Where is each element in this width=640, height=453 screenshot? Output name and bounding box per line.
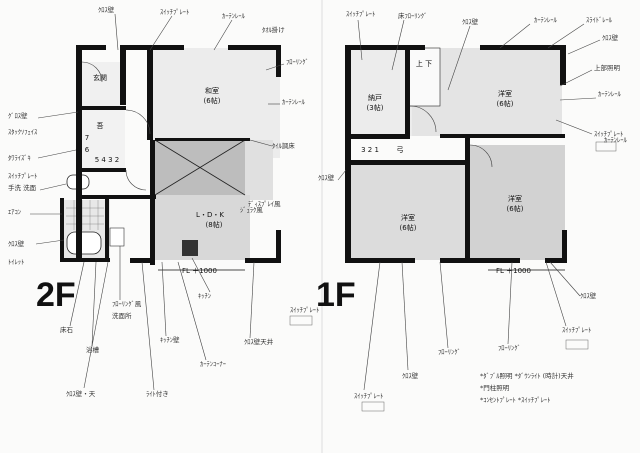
- annot-1f-16: ｶｰﾃﾝﾚｰﾙ: [604, 136, 628, 144]
- annot-1f-8: ｽｲｯﾁﾌﾟﾚｰﾄ: [594, 130, 623, 138]
- annot-2f-20: 洗面所: [112, 311, 132, 320]
- updown-mark: 上 下: [416, 59, 432, 68]
- note-1f-2: *ｺﾝｾﾝﾄﾌﾟﾚｰﾄ *ｽｲｯﾁﾌﾟﾚｰﾄ: [480, 396, 550, 404]
- annot-1f-10: ｸﾛｽ壁: [402, 371, 419, 380]
- annot-2f-6: ﾀｵﾙ掛け: [262, 25, 285, 34]
- annot-2f-11: ﾃﾞｨｽﾌﾟﾚｲ風: [248, 200, 281, 208]
- genkan-label: 玄関: [93, 73, 107, 82]
- annot-1f-14: ｸﾛｽ壁: [580, 291, 597, 300]
- stair-top-2f: 7: [85, 134, 89, 142]
- stair-top2-2f: 6: [85, 146, 90, 154]
- annot-2f-14: ｷｯﾁﾝ: [198, 292, 211, 300]
- stair-numbers-1f: 3 2 1: [361, 146, 379, 154]
- annot-2f-4: ｽｲｯﾁﾌﾟﾚｰﾄ: [160, 8, 189, 16]
- annot-2f-17: 浴槽: [86, 345, 100, 354]
- note-1f-1: *門柱照明: [480, 383, 510, 392]
- annot-2f-15: 床石: [60, 325, 74, 334]
- plan-1f: 納戸 (3帖) 洋室 (6帖) 洋室 (6帖) 洋室 (6帖) 上 下 3 2 …: [316, 45, 567, 314]
- washbasin-icon: [109, 227, 125, 247]
- annot-1f-1: 床ﾌﾛｰﾘﾝｸﾞ: [398, 11, 427, 20]
- annot-2f-25: ﾗｲﾄ付き: [146, 389, 169, 398]
- youshitsu-sw-label: 洋室: [401, 213, 415, 222]
- annot-2f-18: ｸﾛｽ壁・天: [66, 389, 96, 398]
- youshitsu-se-label: 洋室: [508, 194, 522, 203]
- fl-note-2f: FL ＋1000: [182, 267, 217, 275]
- annot-1f-9: ｸﾛｽ壁: [318, 173, 335, 182]
- annot-2f-0: ｸﾞﾛｽ壁: [8, 111, 28, 120]
- ldk-note: ｼﾞｭﾗｸ風: [240, 206, 263, 214]
- washitsu-2f-size: (6帖): [204, 96, 221, 105]
- fl-note-1f: FL ＋1000: [496, 267, 531, 275]
- note-1f-0: *ﾀﾞﾌﾞﾙ照明 *ﾀﾞｳﾝﾗｲﾄ (時計)天井: [480, 371, 574, 380]
- nando-label: 納戸: [368, 93, 382, 102]
- annot-2f-26: ﾄｲﾚｯﾄ: [8, 258, 24, 266]
- nando-size: (3帖): [367, 103, 384, 112]
- ldk-label: L・D・K: [196, 211, 224, 219]
- youshitsu-ne-label: 洋室: [498, 89, 512, 98]
- youshitsu-se-floor: [470, 145, 565, 260]
- annot-2f-3: ｸﾛｽ壁: [98, 5, 115, 14]
- youshitsu-ne-size: (6帖): [497, 99, 514, 108]
- annot-1f-4: ｽﾗｲﾄﾞﾚｰﾙ: [586, 16, 613, 24]
- annot-2f-13: ｴｱｺﾝ: [8, 208, 21, 216]
- annot-1f-13: ﾌﾛｰﾘﾝｸﾞ: [498, 344, 521, 352]
- closet-1f: [407, 47, 441, 107]
- annot-2f-7: ﾌﾛｰﾘﾝｸﾞ: [286, 58, 309, 66]
- annot-1f-3: ｶｰﾃﾝﾚｰﾙ: [534, 16, 558, 24]
- annot-2f-1: ｽﾀｯｸｿﾌｪｲｽ: [8, 128, 38, 136]
- annot-2f-19: ﾌﾛｰﾘﾝｸﾞ風: [112, 300, 142, 308]
- toilet-mark: 吾: [97, 122, 104, 130]
- annot-1f-6: 上部照明: [594, 63, 621, 72]
- annot-2f-16: ｸﾛｽ壁: [8, 239, 25, 248]
- notes-1f: *ﾀﾞﾌﾞﾙ照明 *ﾀﾞｳﾝﾗｲﾄ (時計)天井 *門柱照明 *ｺﾝｾﾝﾄﾌﾟﾚ…: [480, 371, 574, 404]
- annot-2f-10: ｽｲｯﾁﾌﾟﾚｰﾄ: [8, 172, 37, 180]
- youshitsu-sw-size: (6帖): [400, 223, 417, 232]
- annot-2f-5: ｶｰﾃﾝﾚｰﾙ: [222, 12, 246, 20]
- annot-2f-22: ｶｰﾃﾝｺｰﾅｰ: [200, 360, 226, 368]
- stair-numbers-2f: 5 4 3 2: [95, 156, 120, 164]
- plan-2f: 和室 (6帖) 玄関 L・D・K (8帖) ｼﾞｭﾗｸ風 5 4 3 2 7 6…: [36, 45, 281, 314]
- annot-2f-23: ｸﾛｽ壁天井: [244, 337, 274, 346]
- annot-1f-0: ｽｲｯﾁﾌﾟﾚｰﾄ: [346, 10, 375, 18]
- annot-2f-12: 手洗 洗面: [8, 183, 37, 192]
- stair-mark-1f: 弓: [397, 146, 404, 154]
- annot-1f-2: ｸﾛｽ壁: [462, 17, 479, 26]
- genkan-floor: [80, 62, 120, 107]
- annotations-1f: ｽｲｯﾁﾌﾟﾚｰﾄ 床ﾌﾛｰﾘﾝｸﾞ ｸﾛｽ壁 ｶｰﾃﾝﾚｰﾙ ｽﾗｲﾄﾞﾚｰﾙ…: [318, 10, 628, 412]
- ldk-size: (8帖): [206, 220, 223, 229]
- stove-icon: [182, 240, 198, 256]
- annotations-2f: ｸﾞﾛｽ壁 ｽﾀｯｸｿﾌｪｲｽ ﾀﾜﾗｲｽﾞｷ ｸﾛｽ壁 ｽｲｯﾁﾌﾟﾚｰﾄ ｶ…: [8, 5, 319, 398]
- annot-2f-21: ｷｯﾁﾝ壁: [160, 335, 180, 344]
- annot-2f-9: ｶｰﾃﾝﾚｰﾙ: [282, 98, 306, 106]
- annot-2f-24: ｽｲｯﾁﾌﾟﾚｰﾄ: [290, 306, 319, 314]
- bathtub-icon: [66, 231, 102, 255]
- floor-label-2f: 2F: [36, 276, 76, 314]
- youshitsu-sw-floor: [350, 160, 470, 260]
- annot-1f-15: ｽｲｯﾁﾌﾟﾚｰﾄ: [562, 326, 591, 334]
- annot-1f-5: ｸﾛｽ壁: [602, 33, 619, 42]
- annot-1f-12: ﾌﾛｰﾘﾝｸﾞ: [438, 348, 461, 356]
- annot-1f-7: ｶｰﾃﾝﾚｰﾙ: [598, 90, 622, 98]
- floor-label-1f: 1F: [316, 276, 356, 314]
- washitsu-2f-label: 和室: [205, 86, 219, 95]
- annot-2f-2: ﾀﾜﾗｲｽﾞｷ: [8, 154, 31, 162]
- ldk-floor-south: [155, 195, 250, 260]
- stair-area-2f: [80, 108, 125, 170]
- annot-2f-8: ﾀｲﾙ調床: [272, 141, 295, 150]
- youshitsu-se-size: (6帖): [507, 204, 524, 213]
- annot-1f-11: ｽｲｯﾁﾌﾟﾚｰﾄ: [354, 392, 383, 400]
